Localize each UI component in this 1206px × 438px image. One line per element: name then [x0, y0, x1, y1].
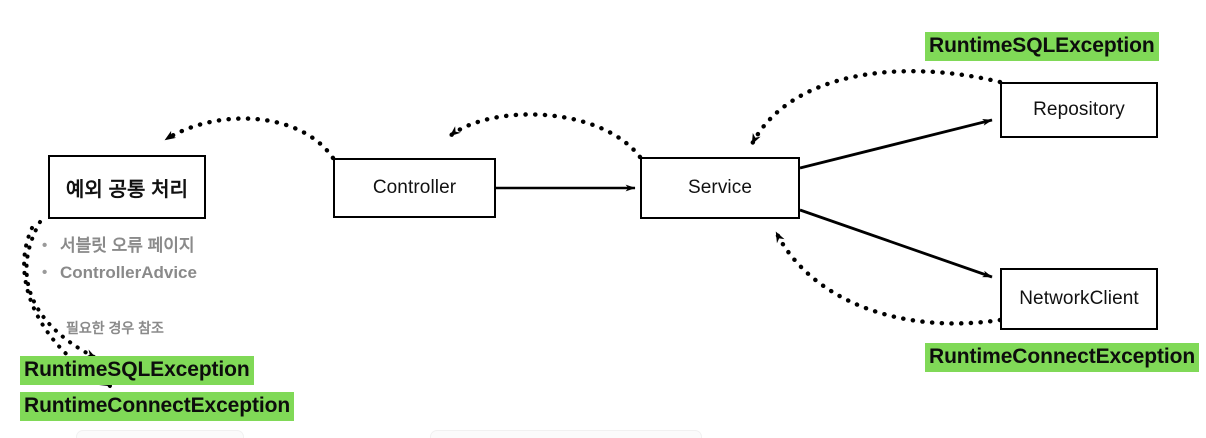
edge-service-to-networkclient [799, 208, 993, 279]
node-service[interactable]: Service [640, 157, 800, 219]
reference-note-label: 필요한 경우 참조 [66, 320, 164, 336]
node-network-client[interactable]: NetworkClient [1000, 268, 1158, 330]
node-exception-common-label: 예외 공통 처리 [65, 178, 189, 201]
highlight-runtime-connect-exception-network: RuntimeConnectException [925, 343, 1200, 372]
edge-repository-to-service [749, 69, 1003, 147]
ghost-card-right [430, 430, 702, 438]
highlight-runtime-sql-exception-repository: RuntimeSQLException [925, 32, 1159, 61]
edge-networkclient-to-service [773, 229, 1003, 326]
edge-controller-to-exception-common [162, 116, 336, 161]
node-repository-label: Repository [1033, 99, 1125, 120]
ghost-card-left [76, 430, 244, 438]
list-item: ControllerAdvice [40, 259, 197, 286]
node-service-label: Service [687, 177, 753, 198]
highlight-runtime-sql-exception-common: RuntimeSQLException [20, 356, 254, 385]
edge-service-to-repository [799, 118, 993, 170]
node-repository[interactable]: Repository [1000, 82, 1158, 138]
exception-handling-bullets: 서블릿 오류 페이지 ControllerAdvice [40, 232, 197, 286]
node-exception-common[interactable]: 예외 공통 처리 [48, 155, 206, 219]
list-item: 서블릿 오류 페이지 [40, 232, 197, 259]
edge-service-to-controller [447, 112, 643, 160]
node-controller[interactable]: Controller [333, 158, 496, 218]
highlight-runtime-connect-exception-common: RuntimeConnectException [20, 392, 295, 421]
node-network-client-label: NetworkClient [1019, 288, 1139, 309]
node-controller-label: Controller [372, 177, 457, 198]
